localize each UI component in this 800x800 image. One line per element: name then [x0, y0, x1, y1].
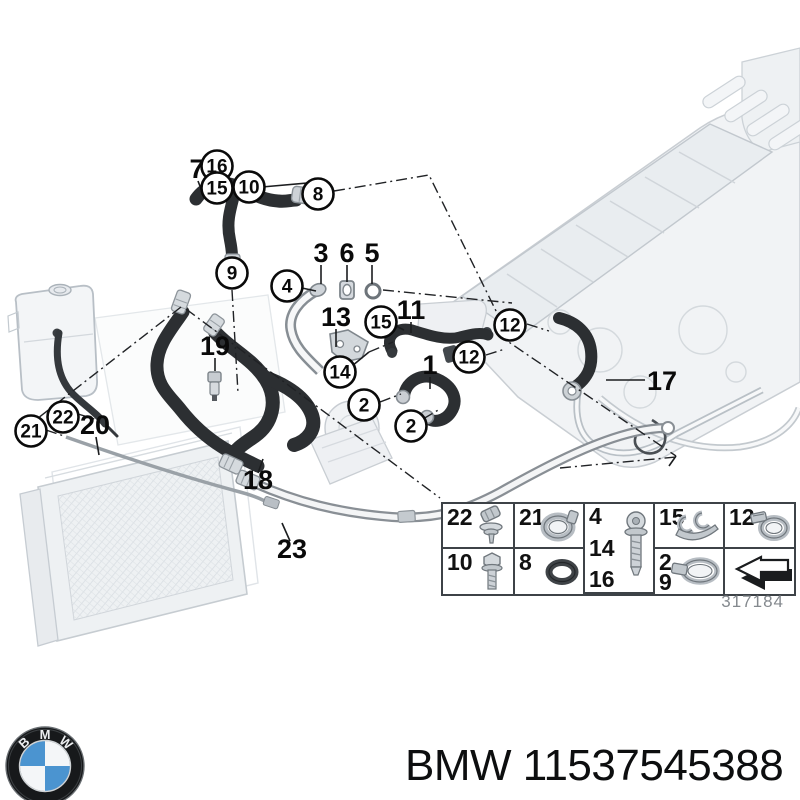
legend-label: 16 [589, 566, 615, 592]
double-hose-clip-icon [675, 510, 719, 540]
callout-15-mid: 15 [364, 305, 398, 339]
pipe-20 [65, 435, 280, 510]
callout-2-left: 2 [347, 388, 381, 422]
callout-19: 19 [200, 331, 230, 361]
hose-18 [208, 325, 280, 465]
hose-17 [553, 312, 598, 393]
svg-text:22: 22 [52, 408, 73, 429]
hose-clamp-icon [540, 509, 579, 541]
svg-text:2: 2 [406, 417, 417, 438]
direction-arrow-icon [734, 554, 792, 590]
callout-5: 5 [364, 238, 379, 268]
hose-3-water-pipe [285, 282, 327, 375]
callout-22: 22 [46, 400, 80, 434]
plain-callouts: 7 3 6 5 13 11 1 19 20 18 23 17 [80, 154, 677, 564]
svg-text:4: 4 [282, 277, 293, 298]
tank-cap-ghost [48, 283, 72, 297]
svg-text:2: 2 [359, 396, 370, 417]
hex-bolt-icon [481, 551, 503, 590]
callout-4: 4 [270, 269, 304, 303]
hose-1 [398, 370, 461, 427]
o-ring-icon [545, 558, 579, 585]
engine-block-ghost [445, 47, 800, 468]
legend-cell-12: 12 [725, 504, 794, 549]
torx-screw-icon [624, 511, 648, 576]
bmw-logo-quadrants [18, 739, 72, 793]
svg-text:9: 9 [227, 264, 238, 285]
callout-2-lower: 2 [394, 409, 428, 443]
legend-label: 10 [447, 549, 473, 575]
hose-23 [235, 421, 675, 524]
legend-cell-arrow [725, 549, 794, 594]
legend-label: 14 [589, 534, 615, 561]
svg-text:12: 12 [458, 348, 479, 369]
callout-15-top: 15 [200, 171, 234, 205]
legend-label: 9 [659, 568, 672, 594]
callout-14: 14 [323, 355, 357, 389]
legend-label: 8 [519, 549, 532, 575]
svg-text:8: 8 [313, 185, 324, 206]
cooling-system-diagram: 7 3 6 5 13 11 1 19 20 18 23 17 16 15 10 … [7, 47, 800, 647]
callout-11: 11 [397, 295, 426, 325]
svg-text:15: 15 [206, 179, 228, 200]
svg-text:15: 15 [370, 313, 392, 334]
expanding-rivet-icon [479, 504, 503, 544]
legend-label: 4 [589, 504, 602, 529]
callout-21: 21 [14, 414, 48, 448]
callout-7: 7 [189, 154, 204, 184]
legend-cell-4-14-16: 4 14 16 [585, 504, 655, 594]
parts-legend-table: 22 21 4 14 16 [441, 502, 796, 596]
svg-text:12: 12 [499, 316, 520, 337]
intake-manifold-ghost [702, 75, 800, 151]
callout-9: 9 [215, 256, 249, 290]
callout-3: 3 [313, 238, 328, 268]
callout-8: 8 [301, 177, 335, 211]
worm-clamp-icon [750, 510, 790, 541]
legend-cell-21: 21 [515, 504, 585, 549]
callout-12-right: 12 [493, 308, 527, 342]
legend-cell-8: 8 [515, 549, 585, 594]
legend-cell-2-9: 2 9 [655, 549, 725, 594]
legend-label: 21 [519, 504, 545, 530]
legend-cell-10: 10 [443, 549, 515, 594]
svg-text:21: 21 [20, 422, 42, 443]
legend-label: 22 [447, 504, 473, 530]
callout-20: 20 [80, 410, 110, 440]
callout-10: 10 [232, 170, 266, 204]
bmw-logo: B M W [5, 726, 85, 800]
callout-1: 1 [422, 350, 437, 380]
callout-12-lower: 12 [452, 340, 486, 374]
legend-cell-15: 15 [655, 504, 725, 549]
circled-callouts: 1 6 15 10 8 9 4 14 15 [14, 149, 527, 448]
callout-18: 18 [243, 465, 273, 495]
legend-cell-22: 22 [443, 504, 515, 549]
svg-text:14: 14 [329, 363, 351, 384]
callout-17: 17 [647, 366, 677, 396]
sensor-19 [207, 371, 222, 401]
legend-label: 2 [659, 549, 672, 575]
large-worm-clamp-icon [670, 556, 720, 585]
expansion-tank-ghost [7, 283, 286, 446]
svg-text:10: 10 [238, 178, 259, 199]
callout-13: 13 [321, 302, 351, 332]
callout-6: 6 [339, 238, 354, 268]
part-number-label: BMW 11537545388 [405, 741, 784, 790]
o-ring-5 [364, 282, 382, 300]
diagram-number: 317184 [721, 592, 784, 611]
gasket-6 [339, 280, 355, 300]
svg-text:M: M [40, 727, 51, 742]
callout-23: 23 [277, 534, 307, 564]
